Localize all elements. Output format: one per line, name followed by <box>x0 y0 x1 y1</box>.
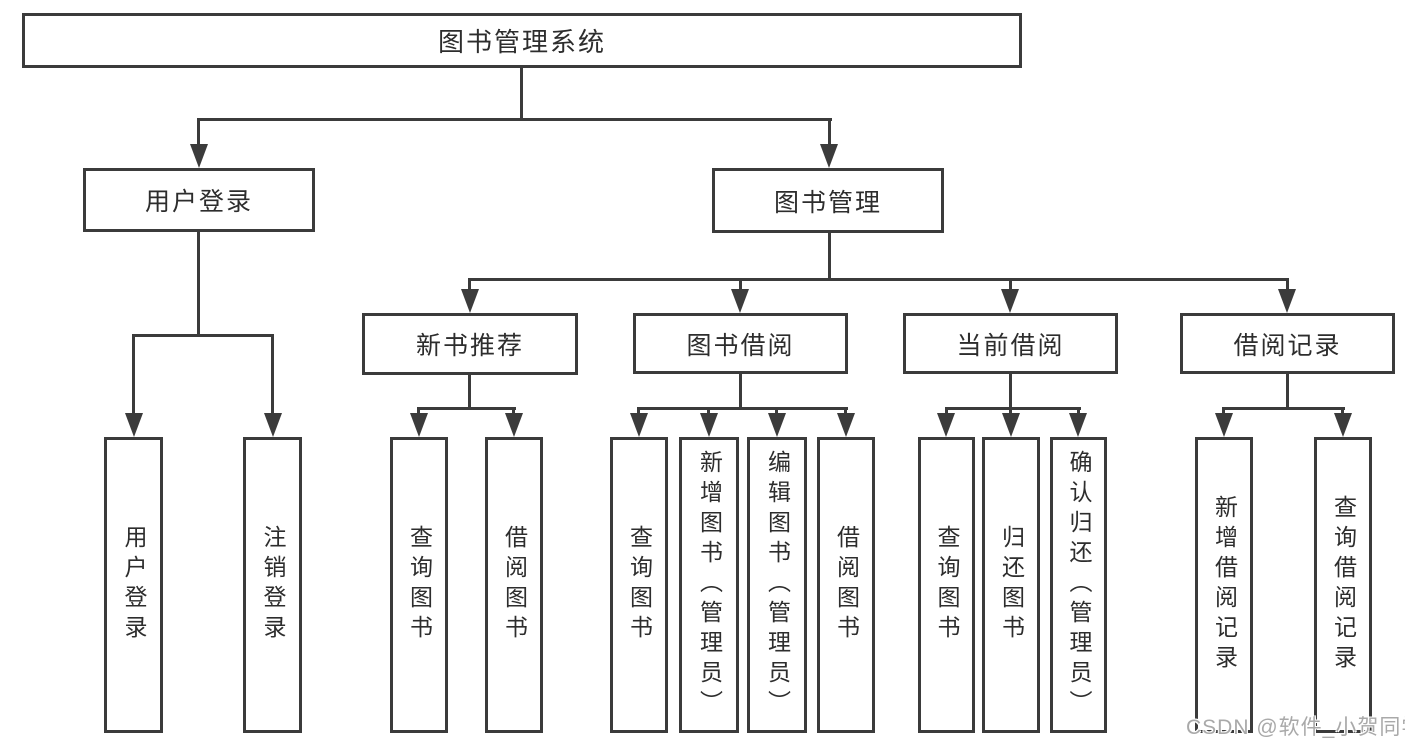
node-label: 新增借阅记录 <box>1211 495 1238 675</box>
connector-line <box>1222 407 1225 415</box>
connector-line <box>271 334 274 415</box>
leaf-add-borrow-record: 新增借阅记录 <box>1195 437 1253 733</box>
node-label: 新书推荐 <box>415 332 524 360</box>
connector-line <box>1222 407 1345 410</box>
node-label: 图书管理 <box>773 188 882 217</box>
connector-line <box>707 407 710 415</box>
node-label: 借阅图书 <box>501 525 528 645</box>
connector-line <box>1009 278 1012 291</box>
connector-line <box>828 233 831 278</box>
leaf-query-books-borrow: 查询图书 <box>610 437 668 733</box>
leaf-add-book-admin: 新增图书（管理员） <box>679 437 739 733</box>
connector-line <box>417 407 420 415</box>
connector-line <box>132 334 135 415</box>
node-new-book-recommend: 新书推荐 <box>362 313 578 375</box>
node-library-management-system: 图书管理系统 <box>22 13 1022 68</box>
arrowhead-down <box>731 289 749 313</box>
connector-line <box>468 375 471 407</box>
node-current-borrow: 当前借阅 <box>903 313 1118 374</box>
arrowhead-down <box>1002 413 1020 437</box>
node-label: 确认归还（管理员） <box>1066 450 1092 720</box>
leaf-user-login: 用户登录 <box>104 437 163 733</box>
connector-line <box>637 407 848 410</box>
node-label: 借阅图书 <box>833 525 860 645</box>
connector-line <box>197 118 832 121</box>
node-label: 图书管理系统 <box>437 27 606 57</box>
node-book-management: 图书管理 <box>712 168 944 233</box>
connector-line <box>637 407 640 415</box>
node-label: 查询借阅记录 <box>1330 495 1357 675</box>
node-label: 用户登录 <box>121 525 147 645</box>
node-label: 归还图书 <box>998 525 1025 645</box>
node-label: 注销登录 <box>260 525 286 645</box>
arrowhead-down <box>630 413 648 437</box>
connector-line <box>828 118 831 146</box>
node-label: 当前借阅 <box>956 331 1065 360</box>
node-label: 图书借阅 <box>686 331 795 360</box>
connector-line <box>945 407 1081 410</box>
leaf-confirm-return-admin: 确认归还（管理员） <box>1050 437 1107 733</box>
connector-line <box>1009 407 1012 415</box>
node-user-login: 用户登录 <box>83 168 315 232</box>
connector-line <box>468 278 1289 281</box>
node-book-borrow: 图书借阅 <box>633 313 848 374</box>
connector-line <box>197 118 200 146</box>
node-label: 新增图书（管理员） <box>696 450 723 720</box>
connector-line <box>1286 278 1289 291</box>
arrowhead-down <box>1069 413 1087 437</box>
node-label: 用户登录 <box>144 188 253 216</box>
leaf-return-book: 归还图书 <box>982 437 1040 733</box>
connector-line <box>945 407 948 415</box>
connector-line <box>1286 374 1289 407</box>
connector-line <box>132 334 274 337</box>
connector-line <box>512 407 515 415</box>
leaf-query-books-current: 查询图书 <box>918 437 975 733</box>
connector-line <box>775 407 778 415</box>
connector-line <box>1077 407 1080 415</box>
leaf-query-books-recommend: 查询图书 <box>390 437 448 733</box>
leaf-borrow-books-recommend: 借阅图书 <box>485 437 543 733</box>
arrowhead-down <box>1334 413 1352 437</box>
connector-line <box>844 407 847 415</box>
leaf-query-borrow-record: 查询借阅记录 <box>1314 437 1372 733</box>
arrowhead-down <box>190 144 208 168</box>
node-label: 查询图书 <box>406 525 433 645</box>
leaf-borrow-books: 借阅图书 <box>817 437 875 733</box>
node-label: 借阅记录 <box>1233 331 1342 360</box>
connector-line <box>1341 407 1344 415</box>
csdn-watermark: CSDN @软件_小贺同学 <box>1186 716 1405 739</box>
arrowhead-down <box>1215 413 1233 437</box>
arrowhead-down <box>1001 289 1019 313</box>
arrowhead-down <box>700 413 718 437</box>
arrowhead-down <box>410 413 428 437</box>
arrowhead-down <box>937 413 955 437</box>
arrowhead-down <box>125 413 143 437</box>
connector-line <box>520 68 523 118</box>
node-label: 查询图书 <box>626 525 653 645</box>
connector-line <box>197 232 200 334</box>
node-borrow-records: 借阅记录 <box>1180 313 1395 374</box>
node-label: 编辑图书（管理员） <box>764 450 791 720</box>
connector-line <box>739 278 742 291</box>
leaf-edit-book-admin: 编辑图书（管理员） <box>747 437 807 733</box>
arrowhead-down <box>837 413 855 437</box>
arrowhead-down <box>768 413 786 437</box>
arrowhead-down <box>461 289 479 313</box>
leaf-logout: 注销登录 <box>243 437 302 733</box>
node-label: 查询图书 <box>934 525 960 645</box>
connector-line <box>468 278 471 291</box>
arrowhead-down <box>264 413 282 437</box>
connector-line <box>1009 374 1012 407</box>
arrowhead-down <box>505 413 523 437</box>
arrowhead-down <box>820 144 838 168</box>
arrowhead-down <box>1278 289 1296 313</box>
connector-line <box>739 374 742 407</box>
connector-line <box>417 407 516 410</box>
